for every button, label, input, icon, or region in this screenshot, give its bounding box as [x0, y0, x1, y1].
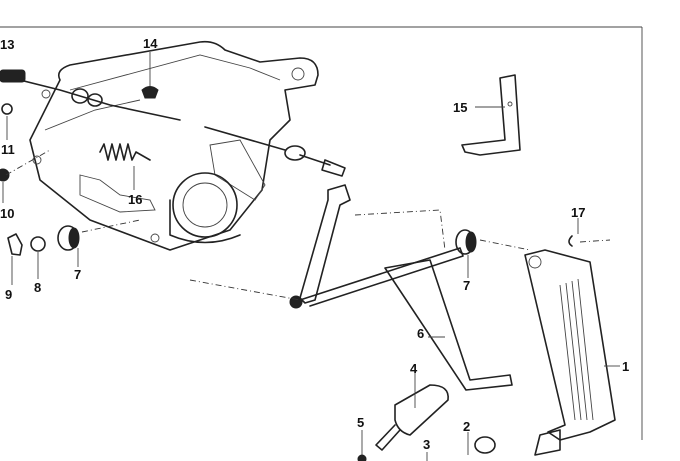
buffer-4 — [375, 372, 449, 451]
callout-5: 5 — [357, 415, 365, 430]
return-spring-16 — [99, 143, 151, 190]
callout-4: 4 — [410, 361, 418, 376]
callout-7-left: 7 — [74, 267, 82, 282]
callout-6: 6 — [417, 326, 425, 341]
callout-16: 16 — [128, 192, 143, 207]
bushing-7-right — [455, 229, 531, 278]
callout-17: 17 — [571, 205, 586, 220]
callout-15: 15 — [453, 100, 468, 115]
callout-13: 13 — [0, 37, 15, 52]
callout-7-right: 7 — [463, 278, 471, 293]
throttle-cable — [0, 69, 346, 177]
bracket-15 — [461, 74, 521, 156]
callout-9: 9 — [5, 287, 13, 302]
callout-1: 1 — [622, 359, 630, 374]
callout-11: 11 — [1, 142, 15, 157]
callout-10: 10 — [0, 206, 15, 221]
screw-14 — [141, 52, 159, 99]
callout-14: 14 — [143, 36, 158, 51]
pedal-bracket — [29, 40, 319, 251]
clip-17 — [568, 218, 611, 247]
accelerator-lever-6 — [189, 184, 513, 391]
small-parts-left — [0, 103, 141, 285]
small-parts-bottom — [357, 430, 496, 461]
callout-2: 2 — [463, 419, 471, 434]
callout-3: 3 — [423, 437, 431, 452]
callout-8: 8 — [34, 280, 42, 295]
accelerator-pedal-1 — [524, 249, 620, 456]
